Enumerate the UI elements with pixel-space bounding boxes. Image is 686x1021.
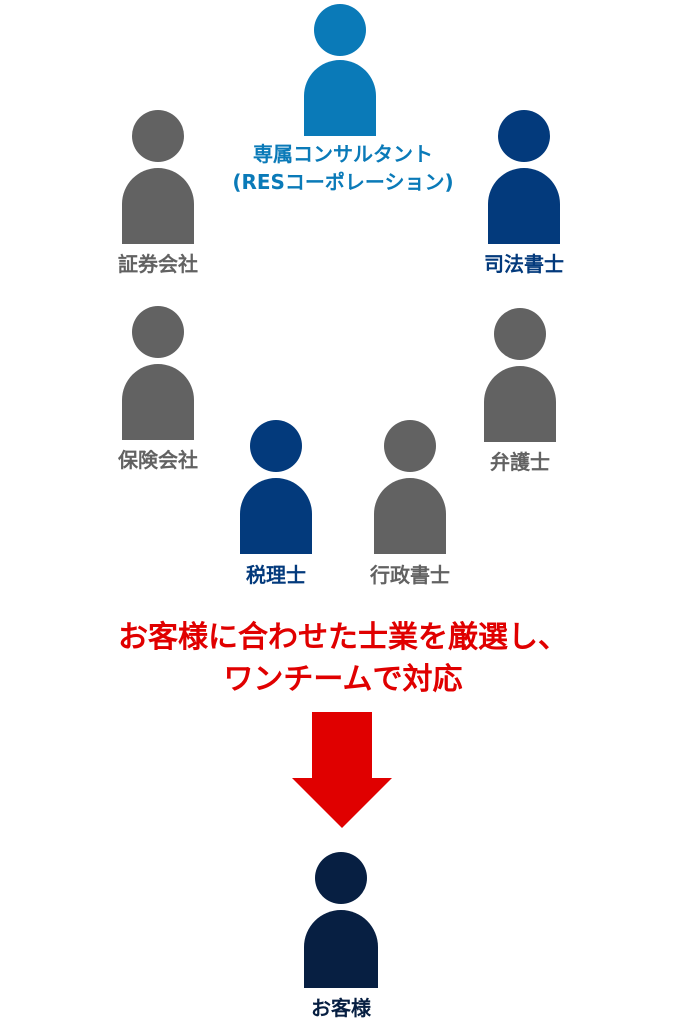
down-arrow-shape <box>292 712 392 828</box>
customer-person-icon <box>304 852 378 988</box>
consultant-person-icon <box>304 4 376 136</box>
consultant-head <box>314 4 366 56</box>
tax-accountant-head <box>250 420 302 472</box>
insurance-label: 保険会社 <box>118 448 198 472</box>
lawyer-body <box>484 366 556 442</box>
tax-accountant-body <box>240 478 312 554</box>
securities-body <box>122 168 194 244</box>
lawyer-head <box>494 308 546 360</box>
customer-body <box>304 910 378 988</box>
securities-head <box>132 110 184 162</box>
judicial-scrivener-body <box>488 168 560 244</box>
judicial-scrivener-person-icon <box>488 110 560 244</box>
tax-accountant-label: 税理士 <box>246 563 306 587</box>
customer-head <box>315 852 367 904</box>
securities-label: 証券会社 <box>118 252 198 276</box>
admin-scrivener-head <box>384 420 436 472</box>
insurance-person-icon <box>122 306 194 440</box>
tax-accountant-person-icon <box>240 420 312 554</box>
securities-person-icon <box>122 110 194 244</box>
consultant-body <box>304 60 376 136</box>
consultant-label-line1: 専属コンサルタント <box>253 142 433 166</box>
consultant-label-line2: (RESコーポレーション) <box>232 170 454 194</box>
headline-line2: ワンチームで対応 <box>223 662 463 697</box>
headline-line1: お客様に合わせた士業を厳選し、 <box>118 620 568 655</box>
admin-scrivener-person-icon <box>374 420 446 554</box>
admin-scrivener-body <box>374 478 446 554</box>
insurance-head <box>132 306 184 358</box>
insurance-body <box>122 364 194 440</box>
judicial-scrivener-head <box>498 110 550 162</box>
lawyer-label: 弁護士 <box>490 450 550 474</box>
lawyer-person-icon <box>484 308 556 442</box>
down-arrow-icon <box>292 712 392 828</box>
judicial-scrivener-label: 司法書士 <box>484 252 564 276</box>
admin-scrivener-label: 行政書士 <box>370 563 450 587</box>
customer-label: お客様 <box>311 996 371 1020</box>
